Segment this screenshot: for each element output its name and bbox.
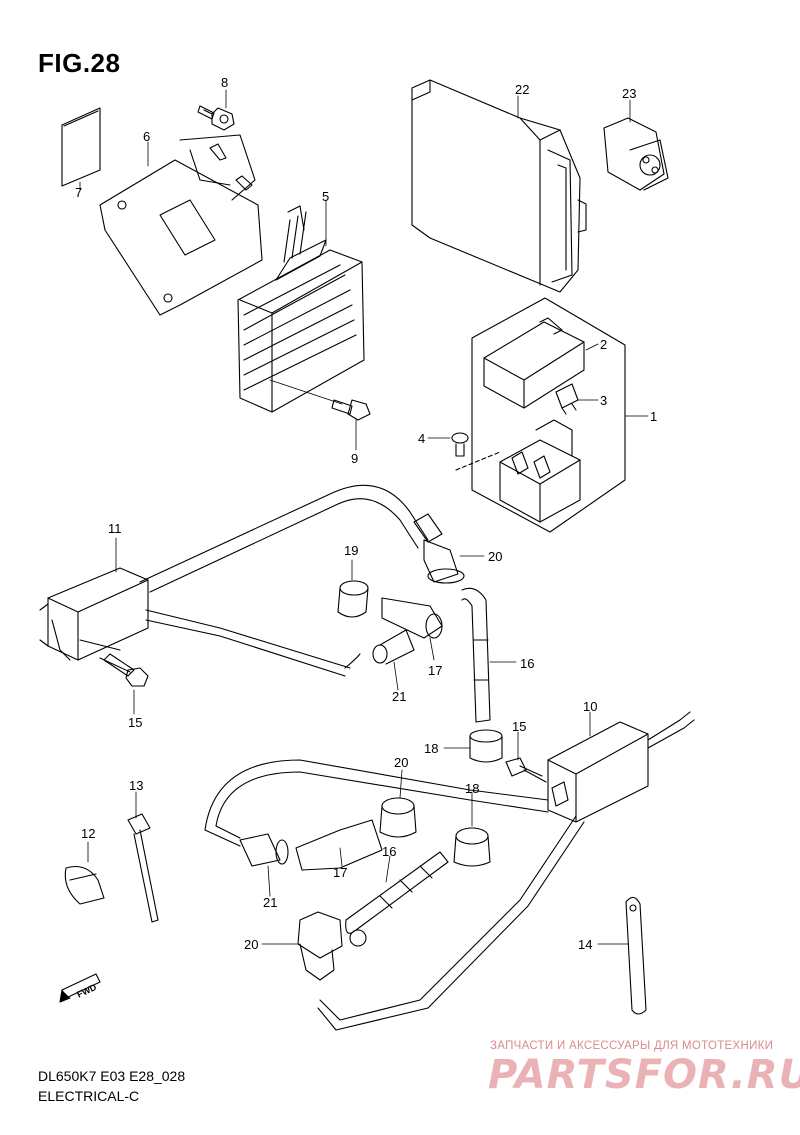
grommet-part-21-lower: [239, 833, 289, 867]
grommet-part-21-upper: [372, 629, 415, 665]
watermark-caption: ЗАПЧАСТИ И АКСЕССУАРЫ ДЛЯ МОТОТЕХНИКИ: [490, 1040, 774, 1052]
screw-part-4: [451, 432, 469, 457]
callout-2: 2: [600, 337, 608, 352]
starter-relay-assembly-box: [471, 297, 626, 533]
seal-part-18-upper: [469, 729, 503, 763]
callout-1: 1: [650, 409, 658, 424]
fwd-label: FWD: [75, 982, 98, 1000]
callout-3: 3: [600, 393, 608, 408]
fwd-arrow-icon: [59, 973, 101, 1003]
callout-12: 12: [81, 826, 96, 841]
callout-21-lower: 21: [263, 895, 278, 910]
fwd-label-wrapper: FWD: [75, 982, 98, 1000]
bolt-part-15-right: [505, 757, 547, 783]
callout-6: 6: [143, 129, 151, 144]
plug-tube-part-16-lower: [345, 851, 449, 934]
callout-21-upper: 21: [392, 689, 407, 704]
callout-7: 7: [75, 185, 83, 200]
leader-lines: [79, 89, 649, 945]
ignition-coil-part-10: [547, 711, 695, 823]
callout-23: 23: [622, 86, 637, 101]
callout-14: 14: [578, 937, 593, 952]
plug-cap-part-20-lower: [297, 911, 367, 981]
watermark-brand: PARTSFOR.RU: [488, 1052, 800, 1098]
callout-13: 13: [129, 778, 144, 793]
callout-17-lower: 17: [333, 865, 348, 880]
callout-20-lower: 20: [244, 937, 259, 952]
connector-part-23: [603, 117, 669, 191]
seal-part-19-lower: [379, 797, 417, 838]
relay-cover-part-2: [483, 317, 585, 409]
bolt-part-8: [197, 105, 235, 131]
ignition-coil-part-11: [39, 567, 149, 673]
callout-5: 5: [322, 189, 330, 204]
plug-cap-part-20-upper: [413, 513, 465, 584]
clamp-part-12: [64, 865, 105, 905]
section-title: ELECTRICAL-C: [38, 1088, 140, 1104]
callout-11: 11: [108, 521, 122, 536]
callout-18-upper: 18: [424, 741, 439, 756]
high-tension-lead-right: [204, 759, 585, 1031]
starter-relay-body: [455, 419, 581, 523]
regulator-rectifier-part-5: [237, 205, 365, 413]
callout-15-right: 15: [512, 719, 527, 734]
cable-tie-part-13: [127, 813, 159, 923]
bracket-part-6: [99, 134, 263, 316]
callout-15-left: 15: [128, 715, 143, 730]
seal-part-18-lower: [453, 827, 491, 867]
figure-code: DL650K7 E03 E28_028: [38, 1068, 186, 1084]
fuse-part-3: [555, 383, 579, 415]
ecm-part-22: [411, 79, 587, 293]
callout-16-lower: 16: [382, 844, 397, 859]
callout-18-lower: 18: [465, 781, 480, 796]
label-plate-part-7: [61, 107, 101, 187]
callout-16-upper: 16: [520, 656, 535, 671]
callout-17-upper: 17: [428, 663, 443, 678]
callout-19-lower: 20: [394, 755, 409, 770]
bolt-part-9: [269, 379, 371, 421]
plug-tube-part-16-upper: [461, 587, 491, 723]
callout-10: 10: [583, 699, 598, 714]
callout-20-upper: 20: [488, 549, 503, 564]
callout-9: 9: [351, 451, 359, 466]
callout-8: 8: [221, 75, 229, 90]
high-tension-lead-left: [139, 484, 429, 677]
callout-22: 22: [515, 82, 530, 97]
callout-4: 4: [418, 431, 426, 446]
band-part-14: [625, 896, 647, 1015]
figure-title: FIG.28: [38, 48, 121, 78]
bolt-part-15-left: [103, 653, 149, 687]
cap-boot-part-17-lower: [295, 819, 383, 871]
callout-19-upper: 19: [344, 543, 359, 558]
cap-boot-part-17-upper: [381, 597, 443, 639]
seal-part-19-upper: [337, 580, 369, 618]
